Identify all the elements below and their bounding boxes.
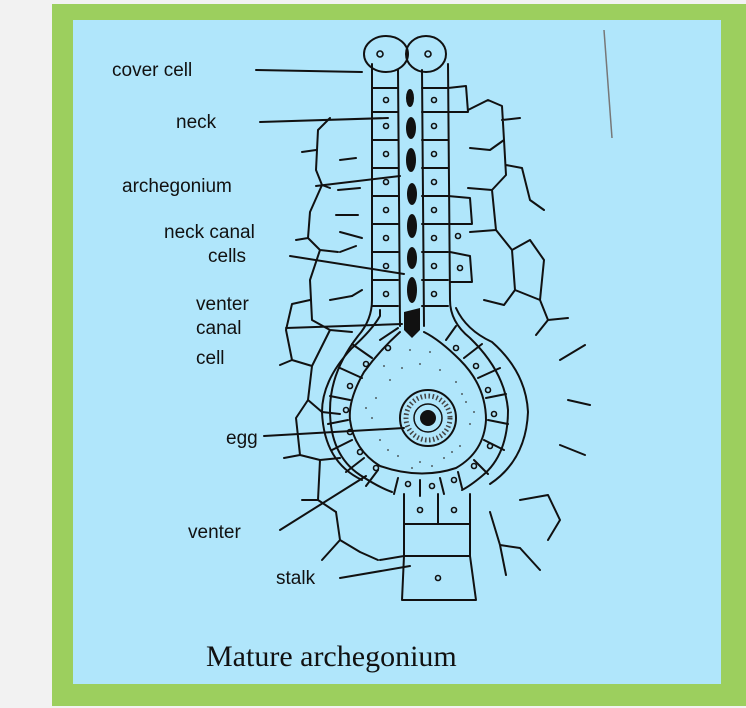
archegonium-outline (322, 30, 612, 600)
label-archegonium: archegonium (122, 176, 232, 197)
diagram-caption: Mature archegonium (206, 640, 457, 673)
label-venter-canal-3: cell (196, 348, 225, 369)
label-neck-canal-cells: cells (208, 246, 246, 267)
egg-nucleus (420, 410, 436, 426)
leader-lines (256, 70, 410, 578)
label-venter-canal-1: venter (196, 294, 249, 315)
cover-cell-left (364, 36, 408, 72)
label-neck: neck (176, 112, 217, 133)
label-egg: egg (226, 428, 258, 449)
label-venter-canal-2: canal (196, 318, 241, 339)
neck-canal-cells (406, 89, 417, 303)
label-venter: venter (188, 522, 241, 543)
labels: cover cell neck archegonium neck canal c… (112, 60, 457, 673)
cover-cell-right (406, 36, 446, 72)
venter-canal-cell (404, 308, 420, 338)
label-stalk: stalk (276, 568, 316, 589)
label-cover-cell: cover cell (112, 60, 192, 81)
label-neck-canal: neck canal (164, 222, 255, 243)
